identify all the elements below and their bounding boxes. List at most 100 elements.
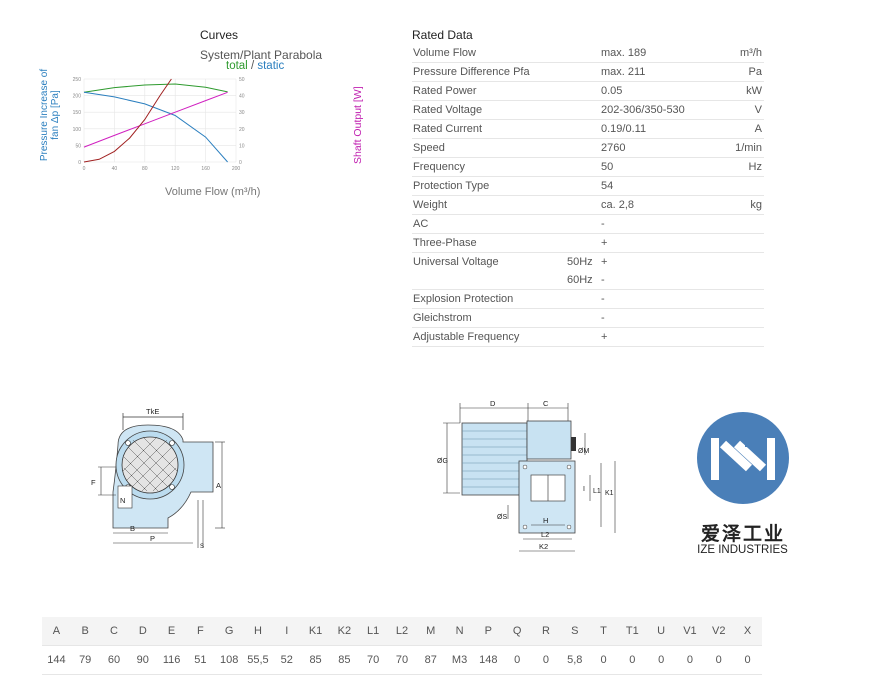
dimension-header: T	[589, 617, 618, 646]
dimension-value: 0	[704, 645, 734, 675]
rated-value: max. 211	[601, 66, 646, 78]
dimension-value: 108	[214, 645, 244, 675]
dimension-header: X	[733, 617, 762, 646]
label-k2: K2	[539, 542, 548, 551]
rated-row: Adjustable Frequency +	[412, 328, 764, 347]
dimension-value: 144	[42, 645, 71, 675]
rated-label: Pressure Difference Pfa	[413, 66, 530, 78]
dimension-header: K2	[329, 617, 359, 646]
dimension-value: 87	[416, 645, 446, 675]
rated-row: Pressure Difference Pfa max. 211 Pa	[412, 63, 764, 82]
y-left-tick-label: 150	[73, 110, 82, 116]
label-tke: TkE	[146, 407, 159, 416]
rated-value: 54	[601, 180, 614, 192]
dimension-value: 85	[301, 645, 330, 675]
logo-english-text: IZE INDUSTRIES	[697, 544, 788, 556]
ize-logo-icon	[697, 412, 789, 504]
dimension-value: 90	[128, 645, 158, 675]
rated-row: Protection Type 54	[412, 177, 764, 196]
legend-static: static	[257, 60, 285, 72]
series-total-line	[83, 83, 228, 93]
rated-data-title: Rated Data	[412, 28, 473, 42]
rated-label: Weight	[413, 199, 448, 211]
x-axis-label: Volume Flow (m³/h)	[165, 186, 261, 198]
dimension-header: F	[185, 617, 215, 646]
legend-slash: /	[250, 60, 255, 72]
x-tick-label: 200	[232, 166, 241, 172]
x-tick-label: 120	[171, 166, 180, 172]
rated-value: -	[601, 312, 605, 324]
dimension-header: A	[42, 617, 71, 646]
label-l1: L1	[593, 488, 601, 495]
dimension-value: 60	[99, 645, 129, 675]
dimension-header: S	[560, 617, 590, 646]
dimension-value: 0	[502, 645, 532, 675]
dimension-header: B	[70, 617, 100, 646]
rated-value: +	[601, 331, 608, 343]
rated-label: Volume Flow	[413, 47, 476, 59]
rated-unit: kW	[746, 85, 762, 97]
rated-label: Adjustable Frequency	[413, 331, 520, 343]
dimension-header: Q	[502, 617, 532, 646]
y-left-tick-label: 0	[78, 160, 81, 166]
rated-unit: 1/min	[735, 142, 762, 154]
dimension-value: 70	[358, 645, 388, 675]
rated-unit: V	[754, 104, 762, 116]
dimension-value: 0	[733, 645, 762, 675]
rated-row: Speed 2760 1/min	[412, 139, 764, 158]
dimension-value: 51	[185, 645, 215, 675]
dimension-header: R	[531, 617, 561, 646]
dimension-header: V2	[704, 617, 734, 646]
rated-unit: Pa	[748, 66, 762, 78]
dimension-header: I	[272, 617, 302, 646]
dimension-value: 55,5	[243, 645, 273, 675]
rated-row: Explosion Protection -	[412, 290, 764, 309]
rated-label: Protection Type	[413, 180, 490, 192]
label-s: S	[200, 544, 204, 550]
label-b: B	[130, 524, 135, 533]
y-right-tick-label: 50	[239, 77, 245, 83]
rated-value: +	[601, 237, 608, 249]
rated-value: 2760	[601, 142, 626, 154]
dimension-header: L1	[358, 617, 388, 646]
curves-title: Curves	[200, 28, 239, 42]
rated-label: Explosion Protection	[413, 293, 514, 305]
rated-value: -	[601, 293, 605, 305]
curves-panel: Curves System/Plant Parabola total / sta…	[39, 24, 385, 204]
rated-sub-60hz: 60Hz	[567, 274, 593, 286]
dimension-value: 5,8	[560, 645, 590, 675]
side-view-drawing: D C ØG ØM I L1 K1 ØS H L2 K2	[437, 399, 616, 552]
rated-row: AC -	[412, 215, 764, 234]
y-left-tick-label: 200	[73, 94, 82, 100]
dimension-header: U	[646, 617, 676, 646]
dimension-value: 148	[473, 645, 503, 675]
label-c: C	[543, 399, 549, 408]
rated-unit: A	[754, 123, 762, 135]
rated-unit: Hz	[748, 161, 762, 173]
dimension-value: 0	[617, 645, 647, 675]
rated-label: Speed	[413, 142, 445, 154]
rated-unit: m³/h	[740, 47, 762, 59]
x-tick-label: 160	[201, 166, 210, 172]
rated-value: -	[601, 218, 605, 230]
rated-value: max. 189	[601, 47, 647, 59]
dimension-header: C	[99, 617, 129, 646]
rated-label: Rated Voltage	[413, 104, 483, 116]
rated-label: Rated Power	[413, 85, 477, 97]
x-tick-label: 0	[83, 166, 86, 172]
label-m: ØM	[578, 448, 589, 455]
rated-label: AC	[413, 218, 429, 230]
dimension-value: 0	[675, 645, 705, 675]
rated-label: Universal Voltage	[413, 256, 499, 268]
y-right-tick-label: 30	[239, 110, 245, 116]
y-left-tick-label: 100	[73, 127, 82, 133]
dimension-header: P	[473, 617, 503, 646]
